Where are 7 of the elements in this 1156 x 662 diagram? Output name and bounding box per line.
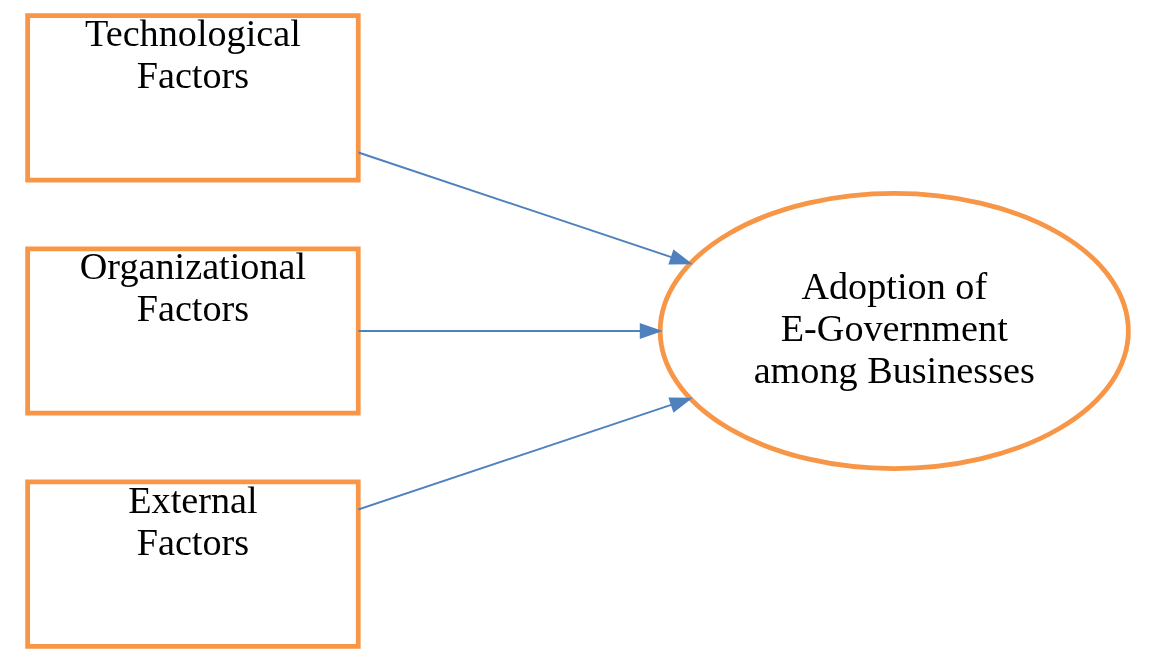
arrow (357, 151, 693, 265)
node-box: Organizational Factors (25, 246, 361, 416)
arrow (357, 397, 693, 511)
node-box: External Factors (25, 479, 361, 649)
arrow (357, 322, 663, 340)
node-ellipse: Adoption of E-Government among Businesses (657, 191, 1131, 471)
node-box: Technological Factors (25, 13, 361, 183)
